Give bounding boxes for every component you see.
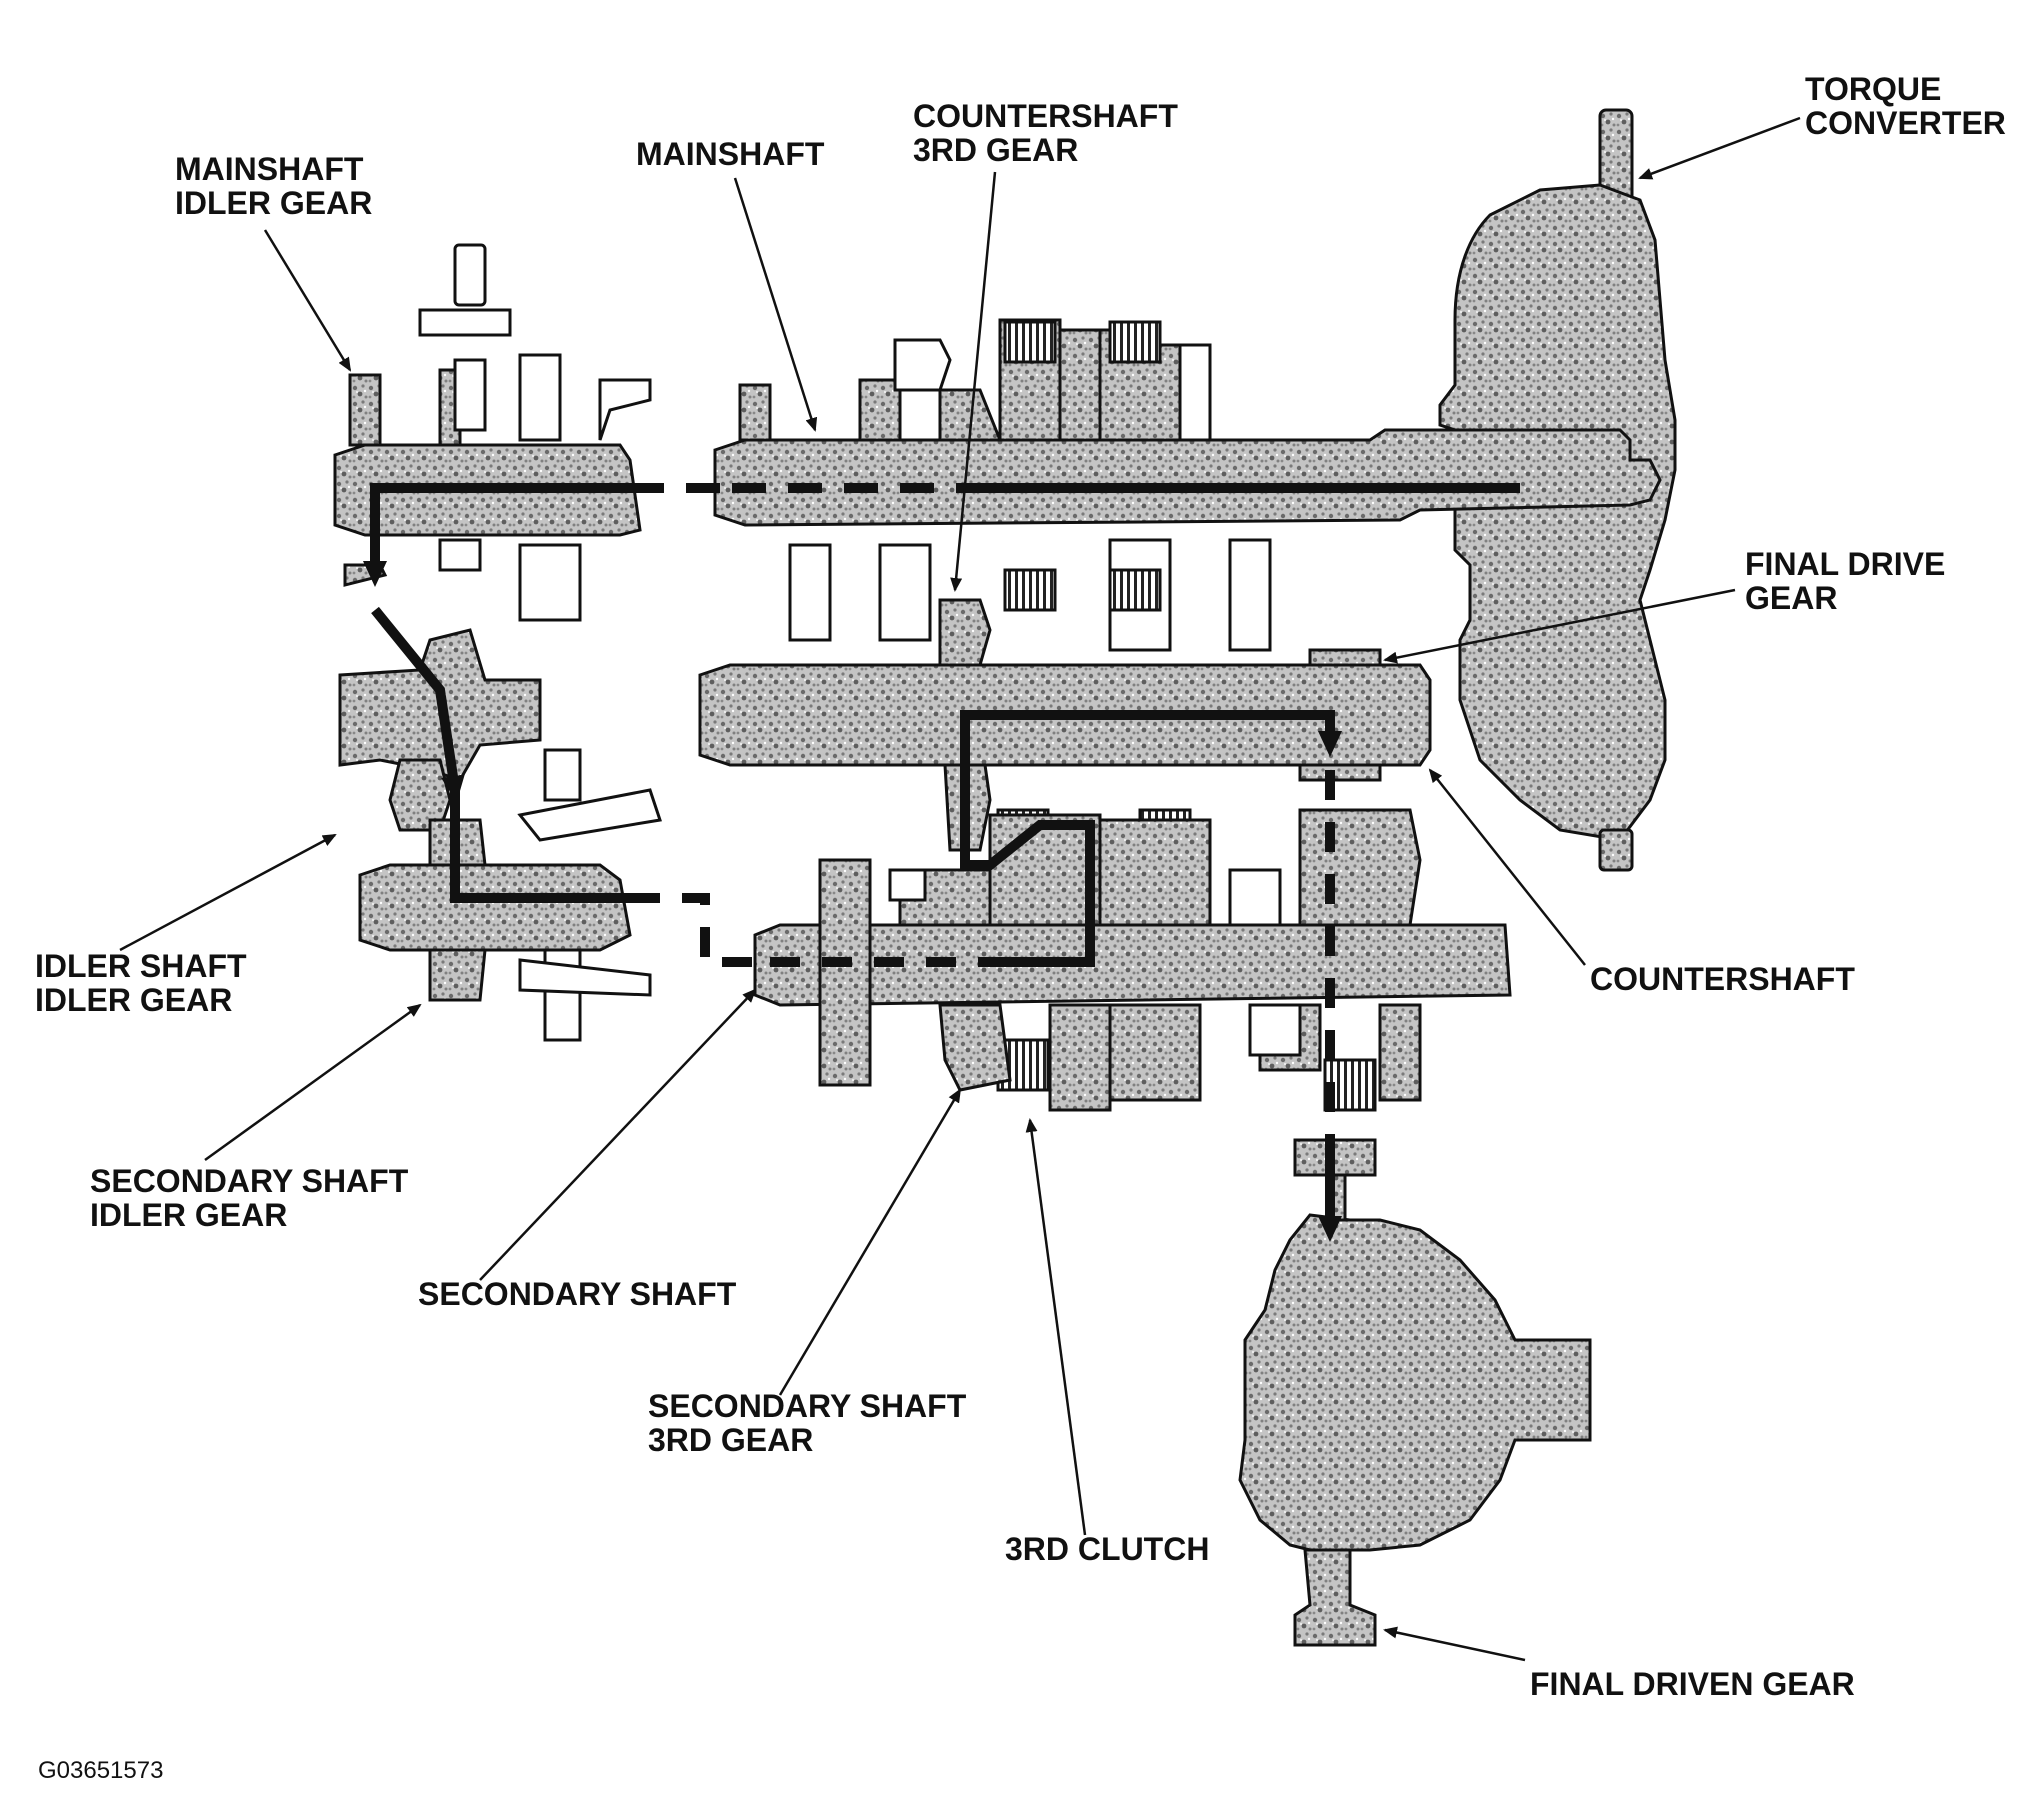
label-secondary-shaft-idler-gear-line1: SECONDARY SHAFT — [90, 1163, 409, 1199]
label-final-driven-gear: FINAL DRIVEN GEAR — [1530, 1666, 1855, 1702]
label-mainshaft-idler-gear-line2: IDLER GEAR — [175, 185, 372, 221]
label-secondary-shaft-idler-gear-line2: IDLER GEAR — [90, 1197, 287, 1233]
power-flow-path — [363, 483, 1520, 1242]
leader-lines — [119, 116, 1801, 1662]
final-driven-gear-assembly — [1238, 1138, 1592, 1647]
label-torque-converter-line2: CONVERTER — [1805, 105, 2006, 141]
labels: TORQUE CONVERTER MAINSHAFT COUNTERSHAFT … — [35, 71, 2006, 1784]
label-mainshaft: MAINSHAFT — [636, 136, 825, 172]
label-secondary-shaft-3rd-gear-line2: 3RD GEAR — [648, 1422, 813, 1458]
label-countershaft-3rd-gear-line2: 3RD GEAR — [913, 132, 1078, 168]
label-final-drive-gear-line2: GEAR — [1745, 580, 1837, 616]
label-idler-shaft-idler-gear-line2: IDLER GEAR — [35, 982, 232, 1018]
label-secondary-shaft: SECONDARY SHAFT — [418, 1276, 737, 1312]
figure-code: G03651573 — [38, 1757, 163, 1784]
secondary-shaft-gear-outlines — [517, 748, 1302, 1057]
label-countershaft: COUNTERSHAFT — [1590, 961, 1855, 997]
torque-converter — [1438, 108, 1677, 872]
label-3rd-clutch: 3RD CLUTCH — [1005, 1531, 1209, 1567]
label-idler-shaft-idler-gear-line1: IDLER SHAFT — [35, 948, 247, 984]
label-final-drive-gear-line1: FINAL DRIVE — [1745, 546, 1945, 582]
label-secondary-shaft-3rd-gear-line1: SECONDARY SHAFT — [648, 1388, 967, 1424]
label-mainshaft-idler-gear-line1: MAINSHAFT — [175, 151, 364, 187]
label-torque-converter-line1: TORQUE — [1805, 71, 1941, 107]
label-countershaft-3rd-gear-line1: COUNTERSHAFT — [913, 98, 1178, 134]
